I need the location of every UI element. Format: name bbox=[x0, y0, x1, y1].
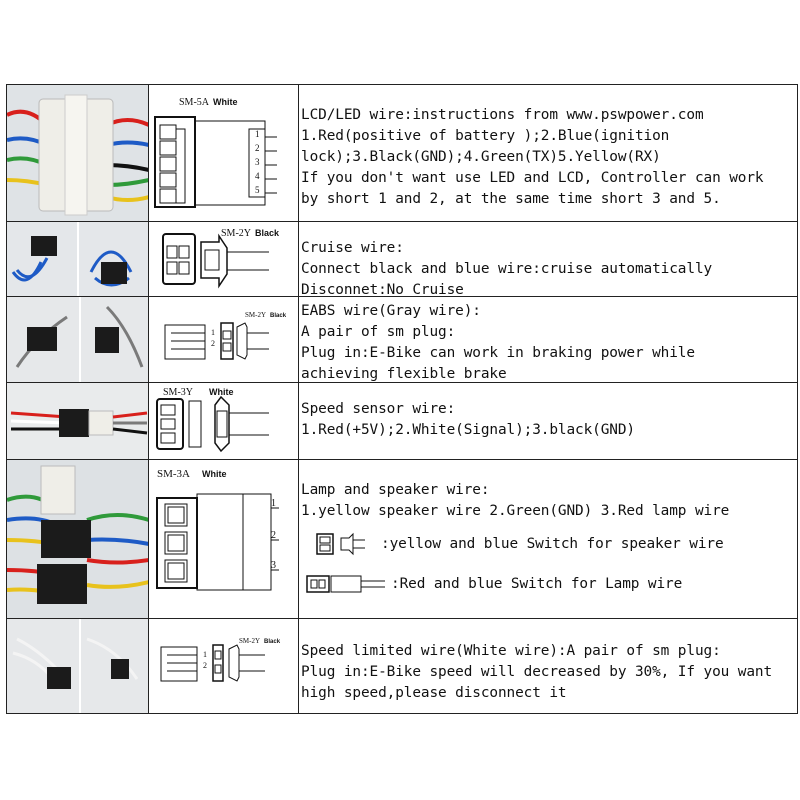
row-text: 1.yellow speaker wire 2.Green(GND) 3.Red… bbox=[301, 503, 730, 519]
connector-photo bbox=[7, 85, 148, 221]
row-title: EABS wire(Gray wire): bbox=[301, 303, 481, 319]
speed-limit-plug-photo bbox=[7, 619, 148, 713]
lamp-switch-connector-icon bbox=[306, 575, 385, 593]
text-cell: Lamp and speaker wire: 1.yellow speaker … bbox=[299, 460, 797, 618]
pin-numbers: 1 2 bbox=[203, 650, 207, 670]
row-text: high speed,please disconnect it bbox=[301, 685, 567, 701]
text-cell: Speed sensor wire: 1.Red(+5V);2.White(Si… bbox=[299, 383, 797, 459]
pin-numbers: 1 2 3 4 5 bbox=[255, 129, 260, 195]
photo-cell bbox=[7, 460, 149, 618]
speaker-switch-text: :yellow and blue Switch for speaker wire bbox=[381, 535, 724, 552]
row-text: Connect black and blue wire:cruise autom… bbox=[301, 261, 713, 277]
row-text: A pair of sm plug: bbox=[301, 324, 456, 340]
speaker-switch-connector-icon bbox=[316, 532, 365, 556]
photo-cell bbox=[7, 85, 149, 221]
cruise-plug-photo bbox=[7, 222, 148, 296]
photo-cell bbox=[7, 222, 149, 296]
row-text: Plug in:E-Bike speed will decreased by 3… bbox=[301, 664, 773, 680]
speed-limit-connector-diagram bbox=[160, 644, 265, 682]
sm-2y-connector-diagram bbox=[162, 233, 269, 289]
lamp-speaker-photo bbox=[7, 460, 148, 618]
row-text: If you don't want use LED and LCD, Contr… bbox=[301, 170, 764, 186]
row-text: 1.Red(+5V);2.White(Signal);3.black(GND) bbox=[301, 422, 635, 438]
text-cell: EABS wire(Gray wire): A pair of sm plug:… bbox=[299, 297, 797, 382]
lamp-switch-text: :Red and blue Switch for Lamp wire bbox=[391, 575, 683, 592]
row-text: Plug in:E-Bike can work in braking power… bbox=[301, 345, 695, 361]
text-cell: Cruise wire: Connect black and blue wire… bbox=[299, 222, 797, 296]
photo-cell bbox=[7, 297, 149, 382]
row-title: Lamp and speaker wire: bbox=[301, 482, 490, 498]
speaker-switch-line: :yellow and blue Switch for speaker wire bbox=[301, 532, 797, 556]
row-title: LCD/LED wire:instructions from www.pswpo… bbox=[301, 107, 704, 123]
eabs-connector-diagram bbox=[164, 322, 269, 360]
text-cell: Speed limited wire(White wire):A pair of… bbox=[299, 619, 797, 713]
speed-sensor-photo bbox=[7, 383, 148, 459]
row-text: 1.Red(positive of battery );2.Blue(ignit… bbox=[301, 128, 670, 144]
eabs-plug-photo bbox=[7, 297, 148, 382]
row-text: achieving flexible brake bbox=[301, 366, 507, 382]
row-title: Cruise wire: bbox=[301, 240, 404, 256]
row-text: lock);3.Black(GND);4.Green(TX)5.Yellow(R… bbox=[301, 149, 661, 165]
row-title: Speed sensor wire: bbox=[301, 401, 456, 417]
photo-cell bbox=[7, 619, 149, 713]
pin-numbers: 1 2 bbox=[211, 328, 215, 348]
text-cell: LCD/LED wire:instructions from www.pswpo… bbox=[299, 85, 797, 221]
sm-5a-connector-diagram bbox=[154, 116, 277, 208]
row-title: Speed limited wire(White wire):A pair of… bbox=[301, 643, 721, 659]
row-text: by short 1 and 2, at the same time short… bbox=[301, 191, 721, 207]
row-text: Disconnet:No Cruise bbox=[301, 282, 464, 296]
sm-3y-connector-diagram bbox=[156, 395, 269, 453]
lamp-switch-line: :Red and blue Switch for Lamp wire bbox=[301, 572, 797, 596]
photo-cell bbox=[7, 383, 149, 459]
sm-3a-connector-diagram bbox=[156, 493, 279, 591]
